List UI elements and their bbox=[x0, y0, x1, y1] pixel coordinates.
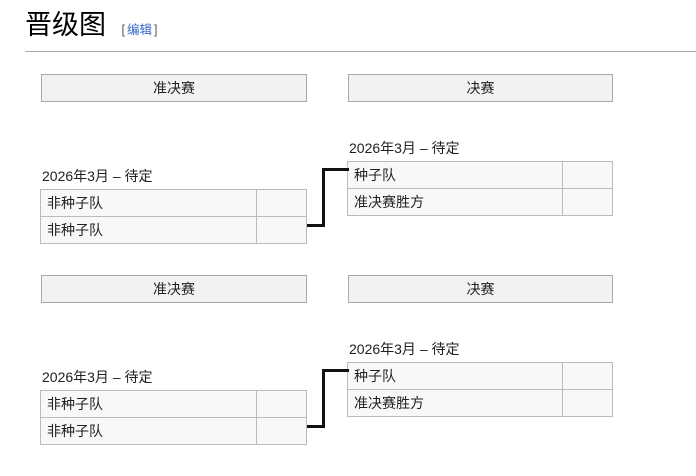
team-name-cell: 种子队 bbox=[347, 161, 563, 189]
connector-segment bbox=[307, 425, 325, 428]
match-date: 2026年3月 – 待定 bbox=[349, 341, 460, 357]
table-row[interactable]: 非种子队 bbox=[40, 216, 307, 244]
match-final: 2026年3月 – 待定 种子队 准决赛胜方 bbox=[347, 138, 613, 216]
team-name-cell: 准决赛胜方 bbox=[347, 188, 563, 216]
connector-segment bbox=[322, 168, 325, 227]
edit-open-bracket: [ bbox=[121, 23, 125, 37]
table-row[interactable]: 种子队 bbox=[347, 362, 613, 390]
bracket-section: 准决赛 决赛 2026年3月 – 待定 非种子队 非种子队 2026年3月 – … bbox=[0, 259, 696, 459]
team-score-cell bbox=[256, 189, 307, 217]
section-heading: 晋级图 [编辑] bbox=[25, 8, 696, 52]
team-name-cell: 种子队 bbox=[347, 362, 563, 390]
match-table: 非种子队 非种子队 bbox=[40, 390, 307, 445]
edit-close-bracket: ] bbox=[153, 23, 158, 37]
table-row[interactable]: 非种子队 bbox=[40, 189, 307, 217]
team-name-cell: 准决赛胜方 bbox=[347, 389, 563, 417]
connector-segment bbox=[322, 369, 349, 372]
team-name-cell: 非种子队 bbox=[40, 390, 257, 418]
table-row[interactable]: 非种子队 bbox=[40, 390, 307, 418]
table-row[interactable]: 准决赛胜方 bbox=[347, 389, 613, 417]
match-semifinal: 2026年3月 – 待定 非种子队 非种子队 bbox=[40, 367, 307, 445]
connector-segment bbox=[307, 224, 325, 227]
page-title: 晋级图 bbox=[25, 10, 106, 40]
team-score-cell bbox=[562, 161, 613, 189]
match-date: 2026年3月 – 待定 bbox=[42, 369, 153, 385]
team-name-cell: 非种子队 bbox=[40, 417, 257, 445]
table-row[interactable]: 种子队 bbox=[347, 161, 613, 189]
table-row[interactable]: 准决赛胜方 bbox=[347, 188, 613, 216]
edit-link[interactable]: 编辑 bbox=[126, 23, 152, 37]
match-table: 种子队 准决赛胜方 bbox=[347, 161, 613, 216]
team-score-cell bbox=[562, 362, 613, 390]
team-score-cell bbox=[562, 389, 613, 417]
team-score-cell bbox=[562, 188, 613, 216]
round-header-final: 决赛 bbox=[348, 275, 613, 303]
heading-divider bbox=[25, 51, 696, 52]
team-score-cell bbox=[256, 216, 307, 244]
round-header-semifinal: 准决赛 bbox=[41, 275, 307, 303]
team-name-cell: 非种子队 bbox=[40, 216, 257, 244]
connector-segment bbox=[322, 369, 325, 428]
team-name-cell: 非种子队 bbox=[40, 189, 257, 217]
bracket-section: 准决赛 决赛 2026年3月 – 待定 非种子队 非种子队 2026年3月 – … bbox=[0, 58, 696, 258]
table-row[interactable]: 非种子队 bbox=[40, 417, 307, 445]
match-date: 2026年3月 – 待定 bbox=[349, 140, 460, 156]
round-header-semifinal: 准决赛 bbox=[41, 74, 307, 102]
connector-segment bbox=[322, 168, 349, 171]
edit-section-link: [编辑] bbox=[121, 13, 157, 47]
match-table: 种子队 准决赛胜方 bbox=[347, 362, 613, 417]
round-header-final: 决赛 bbox=[348, 74, 613, 102]
bracket-diagram: 准决赛 决赛 2026年3月 – 待定 非种子队 非种子队 2026年3月 – … bbox=[0, 58, 696, 476]
match-final: 2026年3月 – 待定 种子队 准决赛胜方 bbox=[347, 339, 613, 417]
match-semifinal: 2026年3月 – 待定 非种子队 非种子队 bbox=[40, 166, 307, 244]
match-table: 非种子队 非种子队 bbox=[40, 189, 307, 244]
team-score-cell bbox=[256, 390, 307, 418]
team-score-cell bbox=[256, 417, 307, 445]
match-date: 2026年3月 – 待定 bbox=[42, 168, 153, 184]
